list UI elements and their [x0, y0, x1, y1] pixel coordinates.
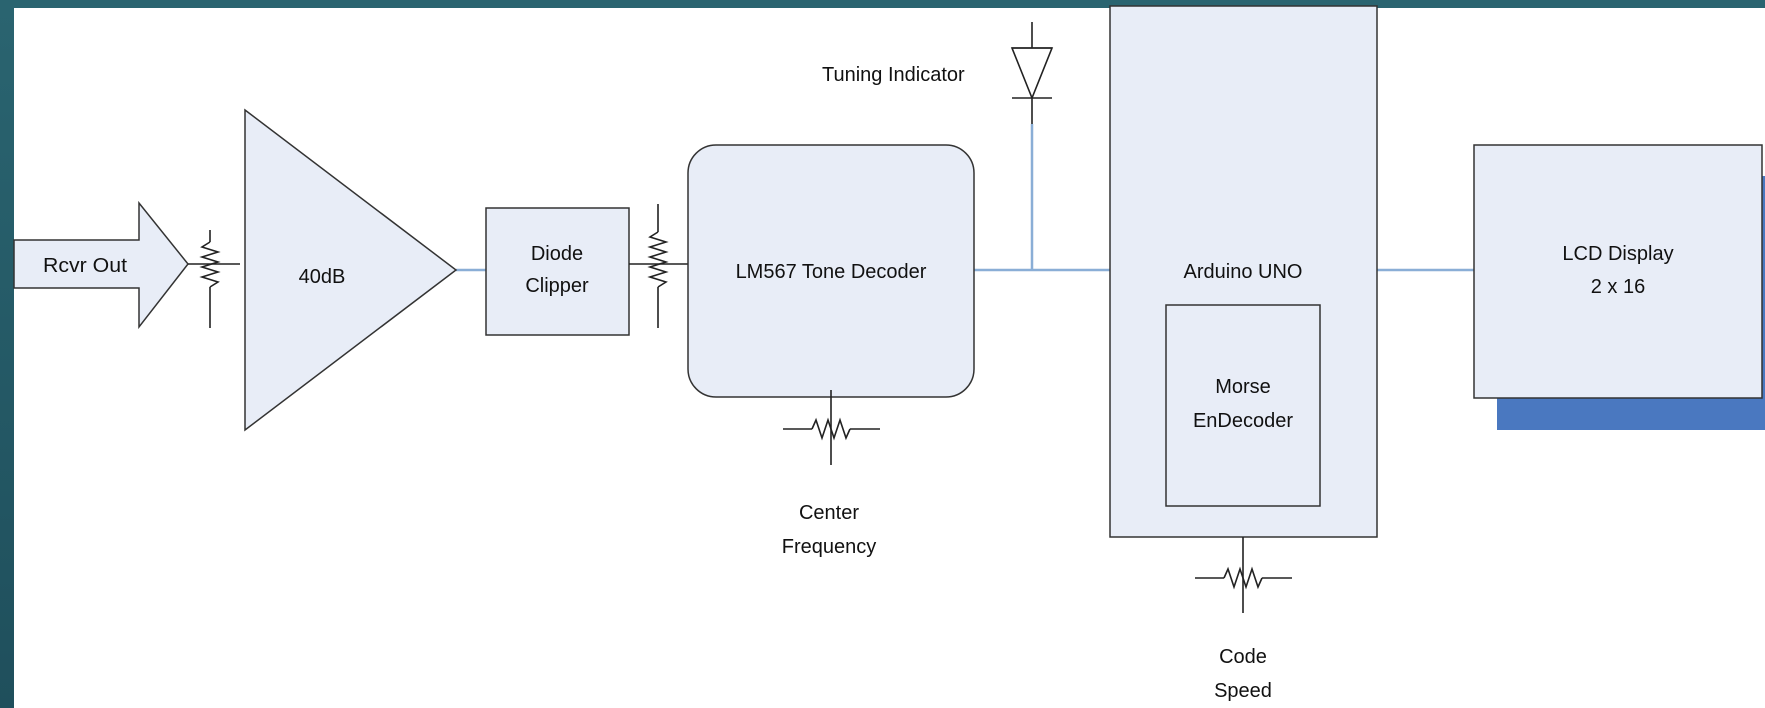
- amplifier-label: 40dB: [299, 266, 346, 288]
- clipper-line2: Clipper: [525, 275, 589, 297]
- diode-clipper-box: [485, 207, 630, 336]
- center-frequency-line1: Center: [799, 502, 859, 524]
- input-level-pot: [188, 230, 240, 328]
- center-frequency-pot: [783, 390, 880, 465]
- center-frequency-line2: Frequency: [782, 536, 877, 558]
- lcd-line1: LCD Display: [1562, 243, 1673, 265]
- arduino-label: Arduino UNO: [1184, 261, 1303, 283]
- morse-endecoder-box: [1165, 304, 1321, 507]
- code-speed-pot: [1195, 537, 1292, 613]
- input-arrow: [13, 200, 189, 330]
- tuning-indicator-label: Tuning Indicator: [822, 64, 965, 86]
- code-speed-line2: Speed: [1214, 680, 1272, 702]
- tone-decoder-label: LM567 Tone Decoder: [736, 261, 927, 283]
- input-label: Rcvr Out: [43, 255, 127, 277]
- morse-line2: EnDecoder: [1193, 410, 1293, 432]
- clipper-line1: Diode: [531, 243, 583, 265]
- morse-line1: Morse: [1215, 376, 1271, 398]
- lcd-line2: 2 x 16: [1591, 276, 1645, 298]
- decoder-level-pot: [629, 204, 688, 328]
- tuning-indicator-diode: [1010, 22, 1054, 124]
- code-speed-line1: Code: [1219, 646, 1267, 668]
- lcd-display-box: [1473, 144, 1763, 399]
- amplifier-triangle: [244, 108, 458, 432]
- signal-wires: [456, 124, 1474, 272]
